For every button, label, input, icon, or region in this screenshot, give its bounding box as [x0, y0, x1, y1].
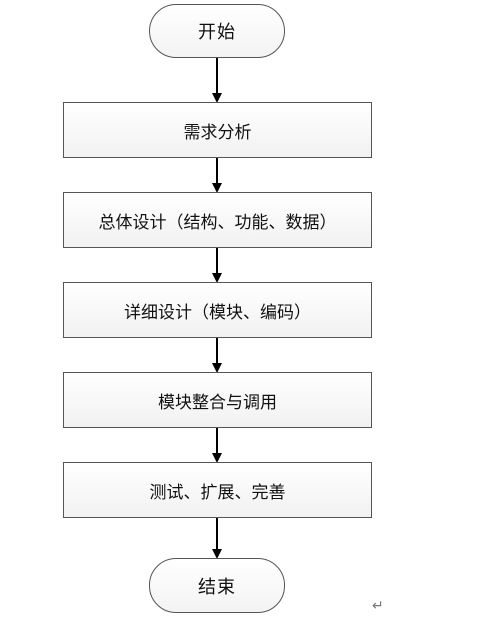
process-step-requirements-analysis: 需求分析 — [63, 102, 372, 158]
start-terminal: 开始 — [149, 4, 285, 58]
process-step-module-integration: 模块整合与调用 — [63, 372, 372, 428]
process-step-overall-design: 总体设计（结构、功能、数据） — [63, 192, 372, 248]
process-step-detailed-design: 详细设计（模块、编码） — [63, 282, 372, 338]
end-terminal: 结束 — [149, 558, 285, 613]
process-step-testing: 测试、扩展、完善 — [63, 462, 372, 518]
paragraph-return-icon: ↵ — [372, 598, 384, 614]
